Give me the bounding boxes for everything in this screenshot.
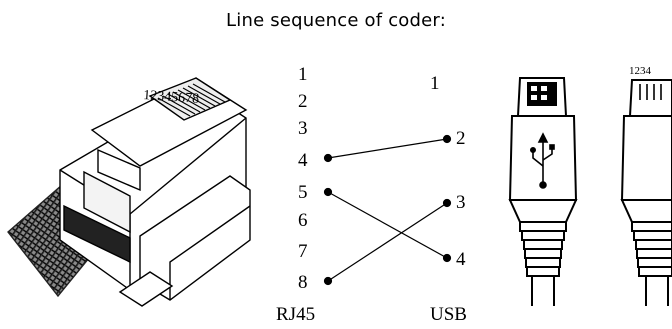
diagram-title: Line sequence of coder: [226,10,446,31]
micro-usb-front-illustration [508,77,578,306]
rj45-pin-2: 2 [298,91,308,112]
rj45-pin-4: 4 [298,150,308,171]
rj45-pin-5: 5 [298,182,308,203]
usb-pin-1: 1 [430,73,440,94]
wire-rj45-8-to-usb-3 [323,198,452,286]
usb-pin-4: 4 [456,249,466,270]
usb-label: USB [430,304,467,325]
rj45-plug-pin-label: 12345678 [143,88,200,107]
rj45-plug-illustration [7,77,251,307]
connection-wires [323,134,452,286]
usb-side-pin-label: 1234 [629,65,652,77]
usb-pin-3: 3 [456,192,466,213]
wire-rj45-5-to-usb-4 [323,187,452,263]
rj45-pin-7: 7 [298,241,308,262]
usb-pin-list: 1 2 3 4 [430,73,466,270]
rj45-pin-3: 3 [298,118,308,139]
rj45-pin-8: 8 [298,272,308,293]
rj45-pin-6: 6 [298,210,308,231]
micro-usb-side-illustration [620,79,672,306]
wire-rj45-4-to-usb-2 [323,134,452,163]
usb-pin-2: 2 [456,128,466,149]
rj45-label: RJ45 [276,304,315,325]
rj45-pin-1: 1 [298,64,308,85]
rj45-pin-list: 1 2 3 4 5 6 7 8 [298,64,308,293]
